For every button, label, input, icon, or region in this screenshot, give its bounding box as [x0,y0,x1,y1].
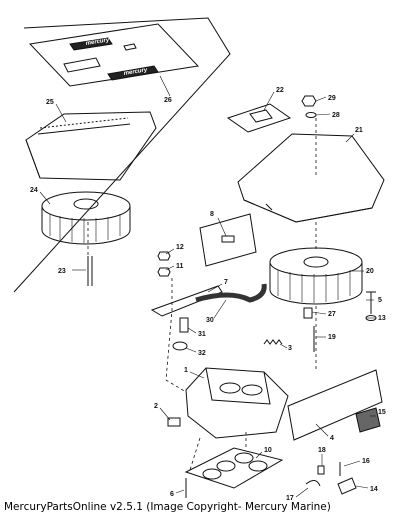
callout-15: 15 [378,409,386,416]
flame-arrestor-cover [237,133,385,223]
carburetor-bore-left [219,382,241,394]
callout-10: 10 [264,447,272,454]
callout-leaders [39,75,376,498]
copyright-caption: MercuryPartsOnline v2.5.1 (Image Copyrig… [4,501,331,513]
flame-arrestor-pleats [277,270,351,303]
small-decal [226,103,292,133]
base-gasket-hole-2 [234,452,254,464]
callout-29: 29 [328,95,336,102]
callout-30: 30 [206,317,214,324]
cover-lower-edge [243,199,373,223]
callout-20: 20 [366,268,374,275]
callout-5: 5 [378,297,382,304]
return-spring [263,339,283,345]
inset-air-cleaner-hub [73,198,99,210]
callout-7: 7 [224,279,228,286]
switch-14 [337,477,357,495]
inset-frame [13,17,231,293]
inset-air-cleaner-body [41,206,131,245]
callout-12: 12 [176,244,184,251]
parts-illustration: mercury mercury [13,17,386,500]
decal-logo-text-lower: mercury [123,67,148,77]
callout-16: 16 [362,458,370,465]
inset-air-cleaner-top [41,191,131,221]
callout-13: 13 [378,315,386,322]
decal-cutout [63,57,101,73]
solenoid [355,407,381,433]
sound-shield-cover [25,111,157,181]
callout-19: 19 [328,334,336,341]
callout-18: 18 [318,447,326,454]
base-gasket [184,447,284,489]
assembly-lines [87,118,317,471]
callout-27: 27 [328,311,336,318]
fitting-31 [179,317,189,333]
flame-arrestor-body [269,262,363,305]
side-gasket [287,369,383,441]
grommet-32 [172,341,188,351]
decal-small-logo [123,43,137,51]
decal-sheet [28,23,200,87]
callout-11: 11 [176,263,184,270]
carburetor-top-plane [205,367,271,405]
callout-17: 17 [286,495,294,500]
carburetor-bore-right [241,384,263,396]
callout-6: 6 [170,491,174,498]
sound-shield-ridge [37,123,131,135]
base-gasket-hole-3 [202,468,222,480]
throttle-bracket [150,285,223,317]
callout-14: 14 [370,486,378,493]
base-gasket-hole-4 [248,460,268,472]
hex-nut-lower [157,267,171,277]
decal-logo-text-upper: mercury [85,37,110,47]
bolt-5 [366,291,376,314]
callout-8: 8 [210,211,214,218]
callout-2: 2 [154,403,158,410]
link-17 [305,480,321,487]
inset-air-cleaner-pleats [49,214,121,243]
callout-32: 32 [198,350,206,357]
flame-arrestor-hub [303,256,329,268]
gasket-plate [199,213,257,267]
inset-stud [87,256,93,286]
sound-shield-vents [39,117,129,129]
callout-28: 28 [332,112,340,119]
callout-3: 3 [288,345,292,352]
plug-2 [167,417,181,427]
callout-4: 4 [330,435,334,442]
callout-24: 24 [30,187,38,194]
carburetor-body [185,367,289,439]
callout-22: 22 [276,87,284,94]
callout-1: 1 [184,367,188,374]
decal-strip-upper [69,37,113,51]
callout-31: 31 [198,331,206,338]
small-decal-mark [249,109,273,123]
callout-23: 23 [58,268,66,275]
sound-shield-edge [25,139,41,179]
cover-clip [265,203,273,211]
callout-labels: 26 25 24 23 22 29 28 21 8 12 11 7 30 31 … [30,87,386,500]
decal-strip-lower [107,65,159,81]
washer [305,112,317,118]
fitting-27 [303,307,313,319]
flame-arrestor-top [269,247,363,277]
base-gasket-hole-1 [216,460,236,472]
hex-nut-upper [157,251,171,261]
callout-21: 21 [355,127,363,134]
vent-hose [195,283,267,303]
callout-26: 26 [164,97,172,104]
wing-nut [301,95,317,107]
callout-25: 25 [46,99,54,106]
fitting-18 [317,465,325,475]
gasket-fitting [221,235,235,243]
